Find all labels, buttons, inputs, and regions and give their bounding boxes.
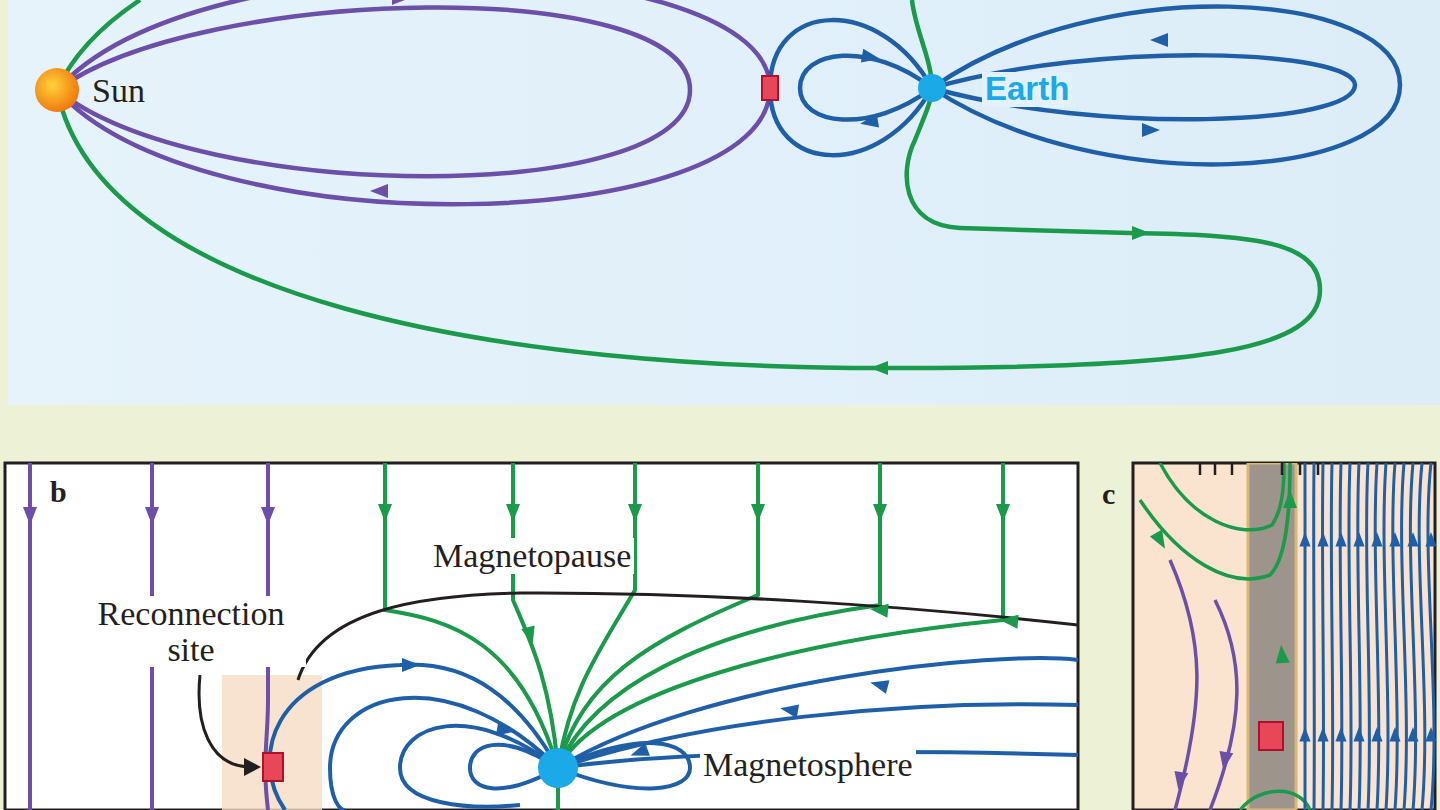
field-arrowhead — [861, 49, 880, 63]
field-arrowhead — [870, 680, 889, 694]
field-arrowhead — [1371, 532, 1382, 546]
field-line — [1410, 463, 1415, 810]
field-arrowhead — [1150, 530, 1165, 549]
field-line — [1402, 463, 1407, 810]
field-arrowhead — [870, 604, 889, 618]
site-label: Reconnection site — [76, 596, 306, 667]
field-arrowhead — [1175, 771, 1189, 790]
panel-c-frame — [1133, 463, 1435, 810]
field-arrowhead — [496, 722, 515, 736]
field-arrowhead — [751, 504, 765, 522]
leader-arrowhead — [244, 758, 261, 776]
field-arrowhead — [1389, 532, 1400, 546]
field-arrowhead — [1299, 727, 1310, 741]
field-line — [1366, 463, 1369, 810]
reconnection-marker — [1259, 722, 1283, 750]
field-arrowhead — [1353, 727, 1364, 741]
sun-disc — [35, 68, 79, 112]
field-arrowhead — [392, 0, 410, 5]
field-arrowhead — [1407, 727, 1418, 741]
field-arrowhead — [631, 743, 650, 756]
field-line — [1375, 463, 1379, 810]
field-line — [1419, 463, 1425, 810]
field-arrowhead — [1335, 532, 1346, 546]
field-line — [1312, 463, 1316, 810]
field-arrowhead — [1150, 33, 1168, 47]
field-arrowhead — [23, 507, 37, 525]
field-arrowhead — [1371, 727, 1382, 741]
field-line — [1393, 463, 1397, 810]
reconnection-marker — [263, 753, 283, 781]
earth-disc — [538, 748, 578, 788]
field-arrowhead — [996, 504, 1010, 522]
region-label: Magnetosphere — [700, 747, 916, 783]
field-line — [1349, 463, 1351, 810]
field-arrowhead — [1317, 532, 1328, 546]
sun-label: Sun — [92, 73, 145, 109]
field-arrowhead — [1407, 532, 1418, 546]
field-arrowhead — [1317, 727, 1328, 741]
reconnection-marker — [762, 76, 778, 100]
field-arrowhead — [873, 504, 887, 522]
field-arrowhead — [1000, 615, 1019, 629]
field-line — [1303, 463, 1306, 810]
earth-label: Earth — [982, 72, 1072, 107]
field-arrowhead — [402, 658, 420, 672]
field-arrowhead — [370, 184, 388, 198]
panel-b-frame — [5, 463, 1078, 810]
field-arrowhead — [780, 705, 799, 719]
field-arrowhead — [1276, 645, 1290, 664]
field-arrowhead — [1142, 123, 1160, 137]
field-line — [1340, 463, 1342, 810]
panel-letter: b — [50, 476, 67, 508]
field-line — [1322, 463, 1323, 810]
field-arrowhead — [860, 114, 879, 128]
field-arrowhead — [145, 507, 159, 525]
field-arrowhead — [1220, 751, 1234, 770]
field-arrowhead — [1353, 532, 1364, 546]
leader-line — [199, 675, 248, 767]
field-arrowhead — [378, 504, 392, 522]
region-label: Magnetopause — [430, 538, 634, 574]
panel-a-ground — [8, 0, 1440, 405]
field-arrowhead — [1335, 727, 1346, 741]
field-line — [1331, 463, 1332, 810]
field-arrowhead — [1425, 532, 1436, 546]
panel-letter: c — [1102, 478, 1115, 510]
field-line — [1384, 463, 1388, 810]
field-arrowhead — [628, 504, 642, 522]
field-line — [1428, 463, 1434, 810]
earth-disc — [918, 74, 946, 102]
field-arrowhead — [1389, 727, 1400, 741]
field-arrowhead — [506, 504, 520, 522]
field-line — [1358, 463, 1361, 810]
field-arrowhead — [1283, 490, 1297, 508]
field-arrowhead — [870, 361, 888, 375]
field-arrowhead — [1299, 532, 1310, 546]
field-arrowhead — [1425, 727, 1436, 741]
field-arrowhead — [261, 507, 275, 525]
field-arrowhead — [1132, 226, 1150, 240]
field-arrowhead — [521, 626, 535, 645]
